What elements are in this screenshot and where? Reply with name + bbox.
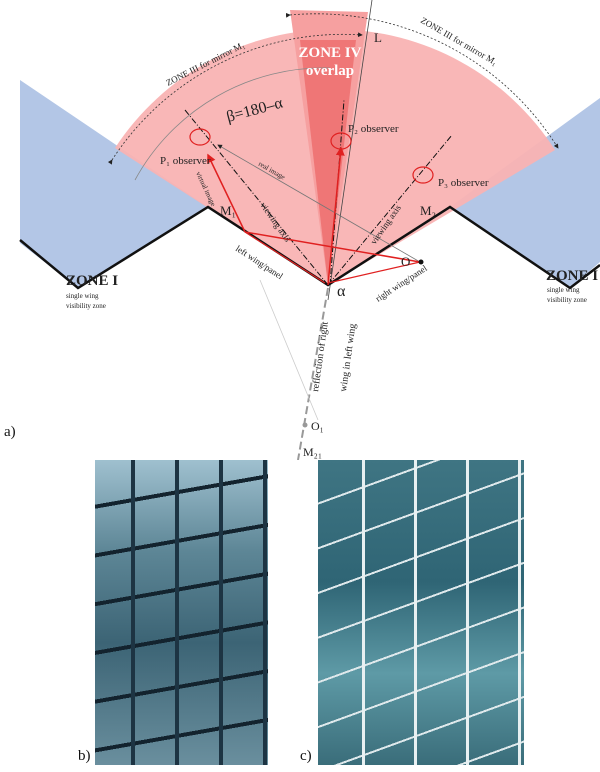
- reflection-axis: [297, 287, 329, 460]
- p3-label: P₃ observer: [438, 177, 489, 189]
- L-label: L: [374, 30, 382, 45]
- line-L: [327, 0, 373, 301]
- p2-label: P₂ observer: [348, 123, 399, 135]
- zone1-left-sub2: visibility zone: [66, 302, 106, 310]
- ray-alpha-p2: [327, 146, 345, 286]
- zone1-left-sub1: single wing: [66, 292, 99, 300]
- observer-p2-icon: [330, 132, 352, 150]
- virtual-image-ray: [207, 153, 246, 233]
- facade-photo-b: [95, 460, 268, 765]
- zone1-right-sub1: single wing: [547, 286, 580, 294]
- m2-label: M₂: [420, 203, 436, 218]
- ray-alpha-o: [327, 261, 421, 284]
- point-o: [418, 259, 424, 265]
- alpha-label: α: [337, 283, 346, 300]
- viewing-axis-left: [184, 109, 329, 286]
- zone1-right-area: [450, 98, 600, 288]
- label-b: b): [78, 748, 91, 764]
- viewing-axis-right: [327, 134, 453, 286]
- m21-label: M₂₁: [303, 445, 322, 459]
- observer-p3-icon: [412, 166, 434, 184]
- reflection-label-1: reflection of right: [310, 321, 331, 393]
- real-image-line: [217, 144, 421, 263]
- o-label: O: [401, 254, 410, 269]
- label-a: a): [4, 424, 16, 440]
- zone1-right-title: ZONE I: [546, 268, 598, 284]
- observer-p1-icon: [189, 128, 211, 146]
- mirror-zones-diagram: ZONE III for mirror M₁ ZONE III for mirr…: [19, 0, 600, 460]
- m1-label: M₁: [220, 203, 236, 218]
- zone1-right-sub2: visibility zone: [547, 296, 587, 304]
- p1-label: P₁ observer: [160, 155, 211, 167]
- zone4-sub: overlap: [306, 63, 354, 79]
- label-c: c): [300, 748, 312, 764]
- zone4-title: ZONE IV: [299, 45, 362, 61]
- observer-icons: [189, 128, 434, 184]
- o1-label: O₁: [311, 419, 324, 433]
- ray-alpha-m1: [244, 231, 326, 284]
- point-o1: [302, 422, 308, 428]
- ray-o-m1: [244, 231, 421, 263]
- reflection-label-2: wing in left wing: [338, 323, 358, 392]
- zone3-right-dim: [285, 12, 559, 149]
- reflection-thin: [259, 279, 319, 421]
- facade-photo-c: [318, 460, 524, 765]
- zone1-left-title: ZONE I: [66, 273, 118, 289]
